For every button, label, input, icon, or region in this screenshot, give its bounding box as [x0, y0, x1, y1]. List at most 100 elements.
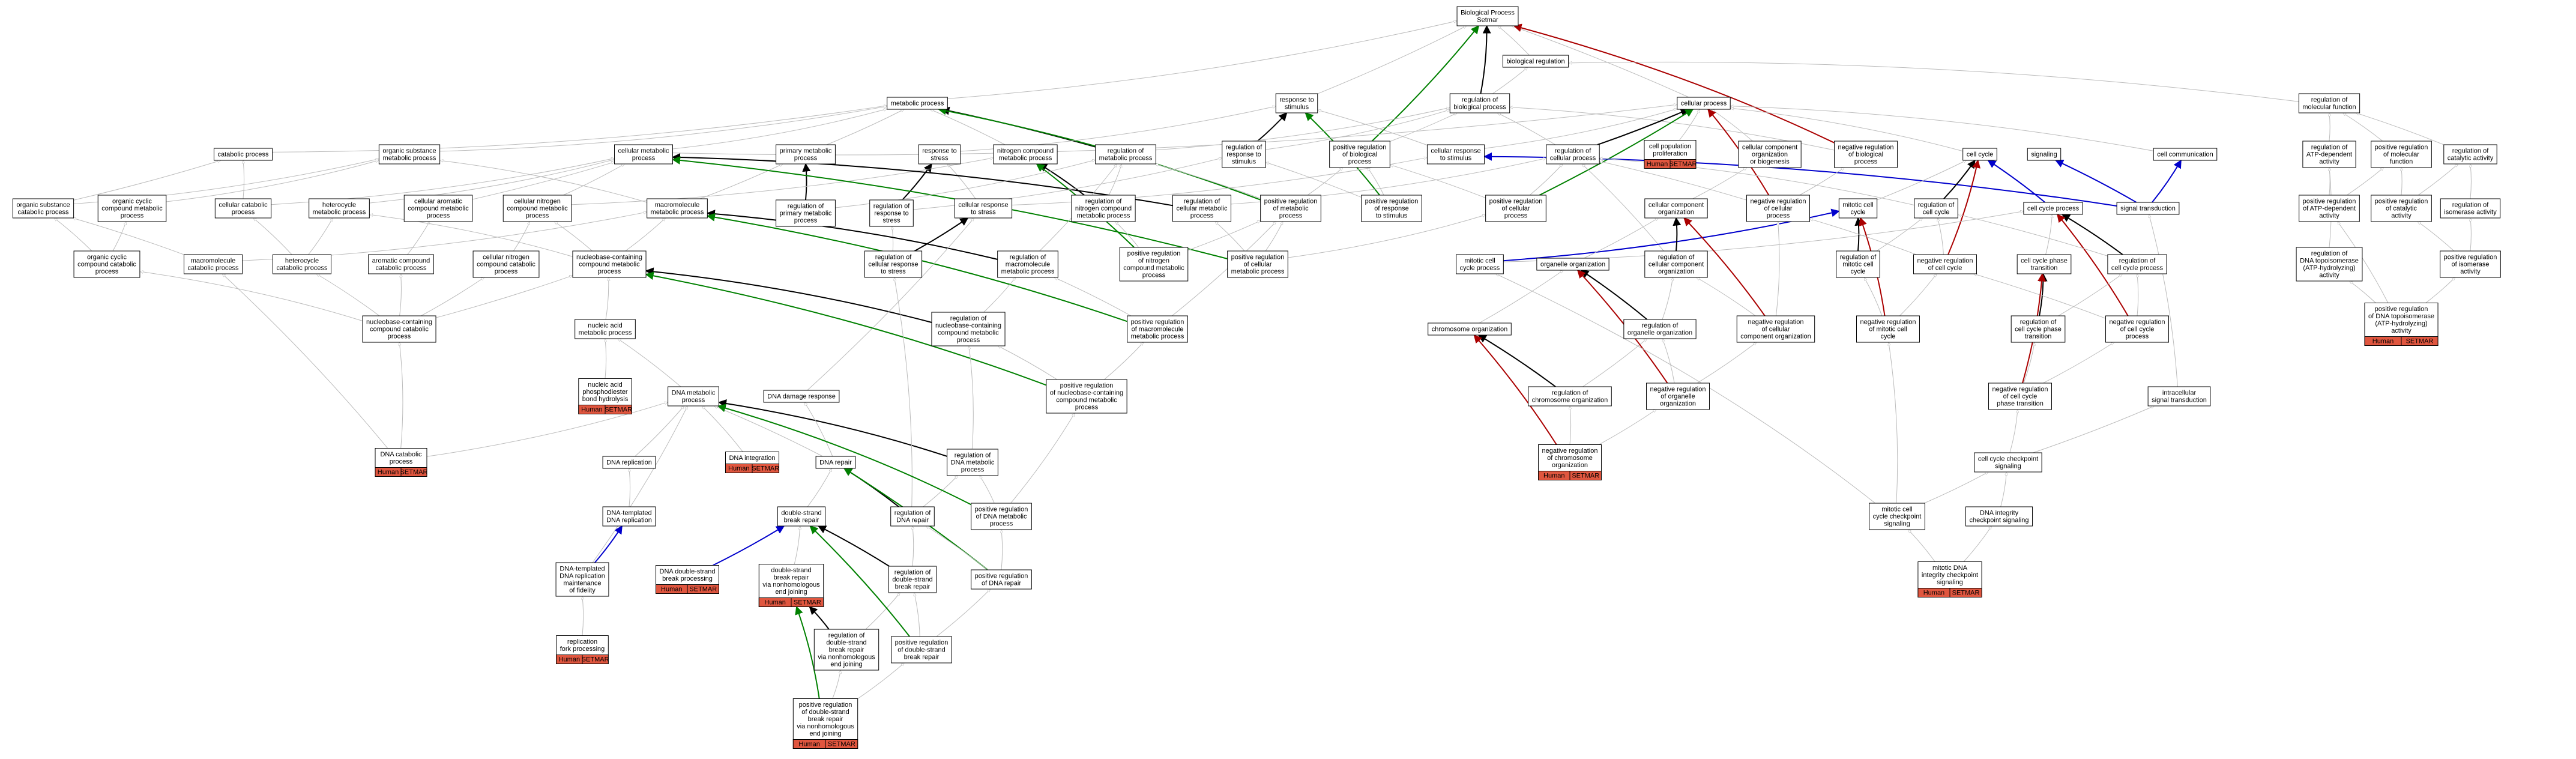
go-term-node[interactable]: metabolic process [887, 97, 948, 110]
go-term-node[interactable]: cellular process [1677, 97, 1731, 110]
go-term-node[interactable]: cell communication [2153, 148, 2218, 161]
go-term-node[interactable]: organelle organization [1536, 258, 1609, 271]
go-term-node[interactable]: DNA repair [815, 456, 856, 469]
go-term-node[interactable]: cell cycle process [2023, 202, 2083, 215]
go-term-node[interactable]: signaling [2027, 148, 2062, 161]
go-term-node[interactable]: regulation ofnucleobase-containingcompou… [931, 312, 1006, 346]
go-term-node[interactable]: catabolic process [214, 148, 273, 161]
go-term-node[interactable]: chromosome organization [1428, 322, 1512, 336]
go-term-node[interactable]: cell cycle [1962, 148, 1997, 161]
go-term-node[interactable]: DNA damage response [763, 390, 840, 403]
go-term-node[interactable]: signal transduction [2116, 202, 2180, 215]
